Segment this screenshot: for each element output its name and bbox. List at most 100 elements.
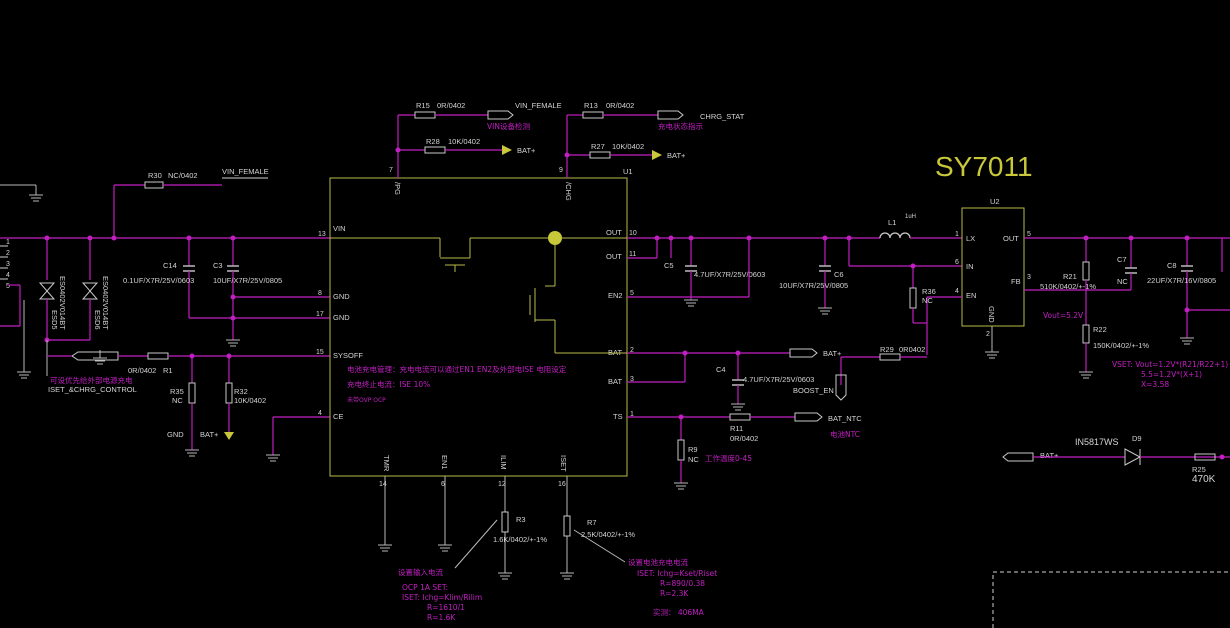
- net-chrg-stat: CHRG_STAT: [700, 112, 745, 121]
- svg-text:10UF/X7R/25V/0805: 10UF/X7R/25V/0805: [213, 276, 282, 285]
- r22-value: 150K/0402/+-1%: [1093, 341, 1149, 350]
- r30-resistor: R30 NC/0402 VIN_FEMALE: [113, 167, 269, 238]
- svg-text:10K/0402: 10K/0402: [448, 137, 480, 146]
- svg-text:R15: R15: [416, 101, 430, 110]
- svg-text:7: 7: [389, 167, 393, 174]
- r7-value: 2.5K/0402/+-1%: [581, 530, 635, 539]
- c7-ref: C7: [1117, 255, 1127, 264]
- svg-text:0R/0402: 0R/0402: [606, 101, 634, 110]
- svg-text:6: 6: [441, 481, 445, 488]
- svg-text:LX: LX: [966, 234, 975, 243]
- svg-text:IN: IN: [966, 262, 974, 271]
- dashed-frame: [992, 571, 1230, 628]
- svg-text:ILIM: ILIM: [499, 455, 508, 470]
- note-vset-3: X=3.58: [1141, 380, 1169, 389]
- svg-text:NC: NC: [172, 396, 183, 405]
- svg-text:R27: R27: [591, 142, 605, 151]
- note-vin-detect: VIN设备检测: [487, 121, 530, 131]
- c4-ref: C4: [716, 365, 726, 374]
- svg-text:TMR: TMR: [382, 455, 391, 472]
- net-gnd: GND: [167, 430, 184, 439]
- boost-ic-u2: U2 LX 1 IN 6 EN 4 OUT 5 FB 3 GND 2: [955, 197, 1031, 359]
- net-bat-plus-3: BAT+: [823, 349, 842, 358]
- svg-text:14: 14: [379, 481, 387, 488]
- note-priority: 可设优先给外部电源充电: [50, 375, 133, 385]
- r36-resistor: R36 NC: [909, 263, 962, 355]
- svg-text:U2: U2: [990, 197, 1000, 206]
- net-bat-plus-1: BAT+: [517, 146, 536, 155]
- r3-ref: R3: [516, 515, 526, 524]
- svg-text:8: 8: [318, 290, 322, 297]
- svg-text:2: 2: [630, 347, 634, 354]
- svg-text:0.1UF/X7R/25V/0603: 0.1UF/X7R/25V/0603: [123, 276, 194, 285]
- svg-text:2: 2: [986, 331, 990, 338]
- svg-text:4: 4: [955, 288, 959, 295]
- svg-text:ES0402V014BT: ES0402V014BT: [58, 276, 67, 330]
- svg-text:ESD5: ESD5: [50, 310, 59, 330]
- c6-value: 10UF/X7R/25V/0805: [779, 281, 848, 290]
- note-temp-range: 工作温度0-45: [705, 453, 752, 463]
- note-term-current: 充电终止电流：ISE 10%: [347, 379, 430, 389]
- r9-value: NC: [688, 455, 699, 464]
- bat-net: BAT+ C4 4.7UF/X7R/25V/0603 R29 0R0402 BO…: [627, 345, 927, 411]
- net-bat-ntc: BAT_NTC: [828, 414, 862, 423]
- c7-value: NC: [1117, 277, 1128, 286]
- svg-text:C3: C3: [213, 261, 223, 270]
- c6-ref: C6: [834, 270, 844, 279]
- svg-text:EN: EN: [966, 291, 976, 300]
- svg-text:EN1: EN1: [440, 455, 449, 470]
- svg-text:ESD6: ESD6: [93, 310, 102, 330]
- svg-text:R28: R28: [426, 137, 440, 146]
- r29-value: 0R0402: [899, 345, 925, 354]
- r11-value: 0R/0402: [730, 434, 758, 443]
- svg-text:R1: R1: [163, 366, 173, 375]
- r21-ref: R21: [1063, 272, 1077, 281]
- d9-diode-section: BAT+ IN5817WS D9 R25 470K: [1002, 434, 1230, 485]
- pg-net: R15 0R/0402 VIN_FEMALE VIN设备检测 R28 10K/0…: [395, 101, 562, 178]
- svg-text:10K/0402: 10K/0402: [234, 396, 266, 405]
- r22-ref: R22: [1093, 325, 1107, 334]
- r25-value: 470K: [1192, 474, 1216, 485]
- note-ilim-title: 设置输入电流: [398, 567, 443, 577]
- svg-text:OUT: OUT: [1003, 234, 1019, 243]
- net-vin-female-1: VIN_FEMALE: [515, 101, 562, 110]
- net-bat-plus-2: BAT+: [667, 151, 686, 160]
- svg-text:L1: L1: [888, 218, 896, 227]
- c3-capacitor: C3 10UF/X7R/25V/0805: [213, 238, 282, 340]
- l1-inductor: L1 1uH: [879, 214, 962, 239]
- c5-ref: C5: [664, 261, 674, 270]
- svg-text:10: 10: [629, 230, 637, 237]
- iset-pin-net: R7 2.5K/0402/+-1% 设置电池充电电流 ISET: Ichg=Ks…: [560, 476, 717, 617]
- note-chg-indicator: 充电状态指示: [658, 121, 703, 131]
- d9-value: IN5817WS: [1075, 437, 1119, 447]
- net-bat-plus-5: BAT+: [1040, 451, 1059, 460]
- ts-net: R11 0R/0402 BAT_NTC 电池NTC R9 NC 工作温度0-45: [627, 412, 862, 490]
- note-iset-2: R=890/0.38: [660, 579, 705, 588]
- chip-title: SY7011: [935, 151, 1033, 182]
- chg-net: R13 0R/0402 CHRG_STAT 充电状态指示 R27 10K/040…: [564, 101, 745, 178]
- note-battery-ntc: 电池NTC: [830, 429, 860, 439]
- note-ilim-2: ISET: Ichg=Klim/Rilim: [402, 593, 482, 602]
- svg-text:5: 5: [630, 290, 634, 297]
- en1-pin-net: [438, 476, 452, 552]
- svg-text:13: 13: [318, 231, 326, 238]
- svg-text:CE: CE: [333, 412, 343, 421]
- note-ilim-1: OCP 1A SET:: [402, 583, 448, 592]
- c5-value: 4.7UF/X7R/25V/0603: [694, 270, 765, 279]
- svg-text:5: 5: [1027, 231, 1031, 238]
- svg-text:1uH: 1uH: [905, 214, 916, 220]
- esd5-diode: ESD5 ES0402V014BT: [38, 238, 67, 340]
- svg-text:EN2: EN2: [608, 291, 623, 300]
- svg-text:1: 1: [955, 231, 959, 238]
- svg-text:0R/0402: 0R/0402: [437, 101, 465, 110]
- conn-pin-3: 3: [6, 261, 10, 268]
- note-iset-title: 设置电池充电电流: [628, 557, 688, 567]
- svg-text:SYSOFF: SYSOFF: [333, 351, 363, 360]
- tmr-pin-net: [378, 476, 392, 552]
- boost-output: R21 510K/0402/+-1% R22 150K/0402/+-1% Vo…: [1024, 235, 1230, 389]
- conn-pin-2: 2: [6, 250, 10, 257]
- svg-text:R13: R13: [584, 101, 598, 110]
- svg-text:3: 3: [1027, 274, 1031, 281]
- conn-pin-5: 5: [6, 283, 10, 290]
